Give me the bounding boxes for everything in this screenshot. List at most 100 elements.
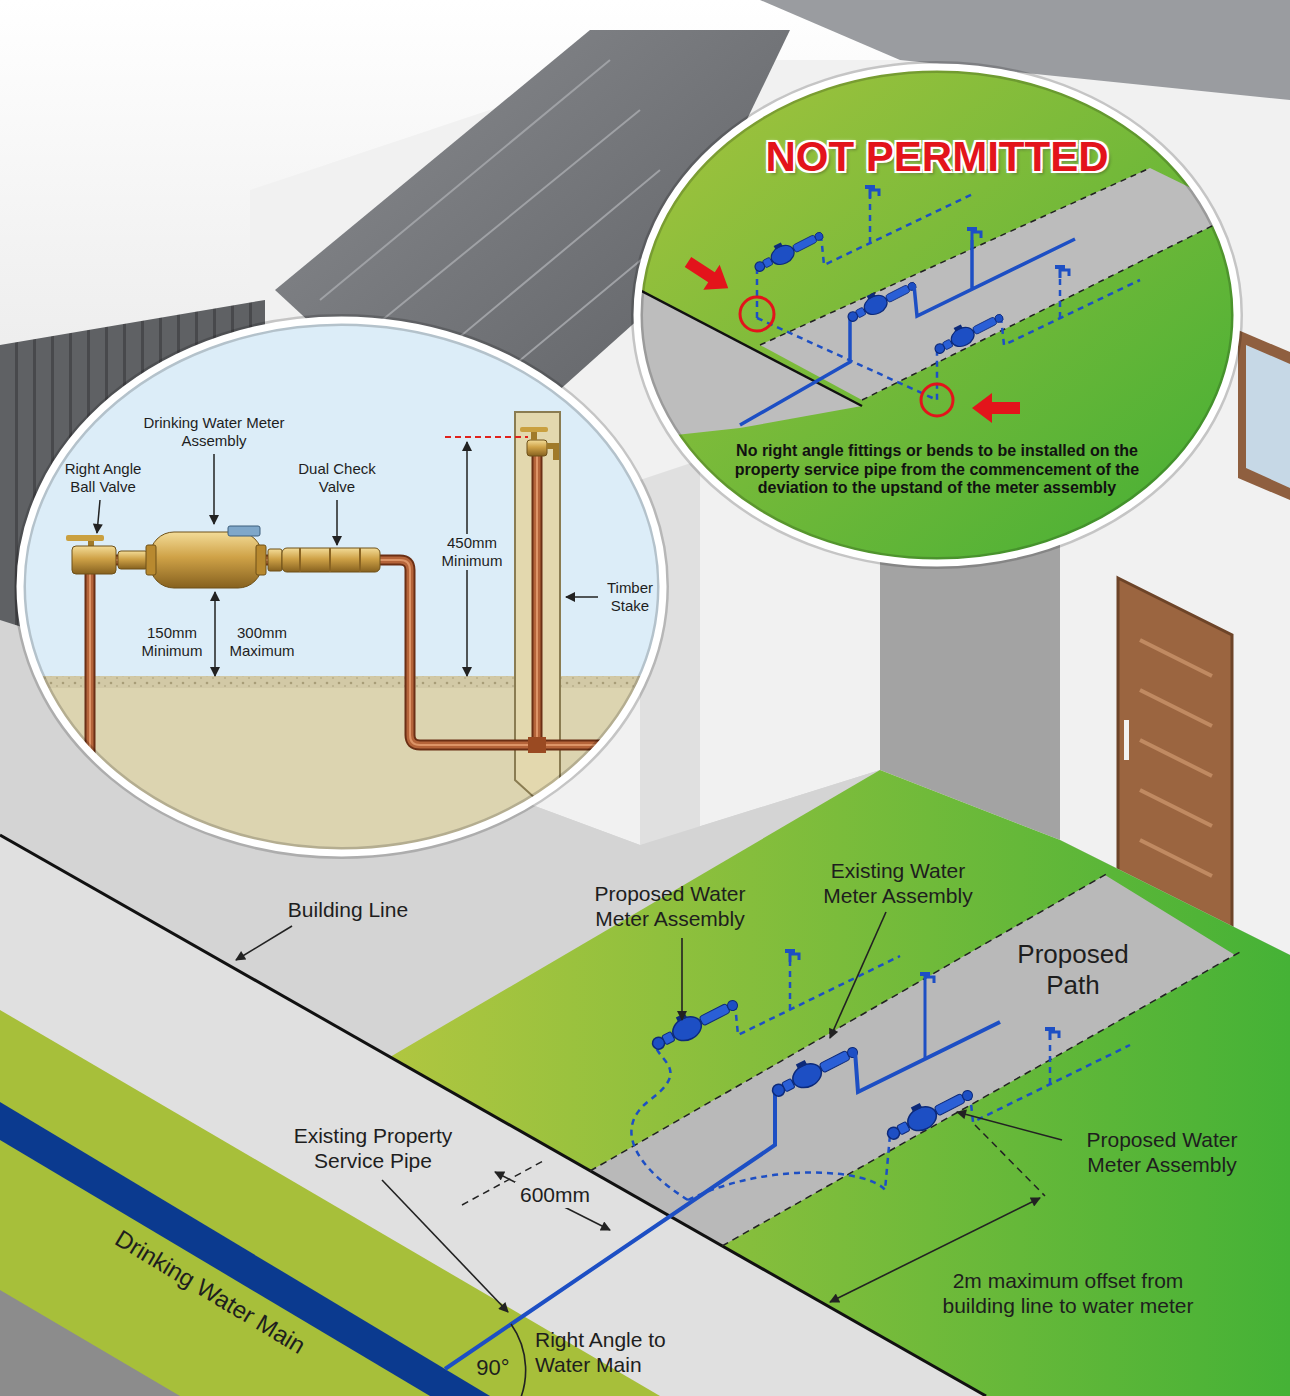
leader-arrow [830,912,886,1038]
dual-check-valve [268,549,282,571]
callout-label: Proposed Water Meter Assembly [1062,1127,1262,1177]
meter-detail-inset [445,436,528,438]
dual-check-valve [300,548,360,572]
inset-arrow [214,592,216,676]
not-permitted-inset [757,193,1140,400]
setout-dashed-line [462,872,1240,1246]
leader-arrow [236,926,292,960]
not-permitted-inset [967,227,981,240]
part-label: Drinking Water Meter Assembly [139,414,289,450]
building-line [0,835,986,1396]
note-text: No right angle fittings or bends to be i… [717,442,1157,497]
warning-title: NOT PERMITTED [727,132,1147,182]
fault-marker [740,297,774,331]
not-permitted-inset [760,168,1240,400]
ball-valve [72,546,116,574]
service-pipe [445,972,1000,1369]
copper-pipe [90,452,665,760]
inset-arrow [566,596,598,598]
stake-tap [520,427,556,460]
inset-outline [637,67,1237,563]
dimension-label: 600mm [515,1182,595,1207]
background-house [1124,720,1129,760]
ground-surfaces [0,835,986,1396]
callout-label: Existing Water Meter Assembly [808,858,988,908]
not-permitted-inset [930,306,1006,359]
not-permitted-inset [869,198,872,243]
fault-marker [921,384,953,416]
proposed-meter [646,990,742,1056]
proposed-pipe [1049,1040,1052,1084]
proposed-pipe [688,1135,890,1200]
area-label: Proposed Path [1008,939,1138,1001]
dimension-label: 300mm Maximum [222,624,302,660]
proposed-meter [1045,1027,1059,1040]
leader-arrow [236,912,1062,1312]
building-line [0,835,986,1396]
ground-surfaces [590,875,1235,1246]
not-permitted-inset [1001,280,1140,345]
not-permitted-inset [914,239,1075,316]
background-house [1238,330,1290,500]
dimension-arrow [511,1324,526,1396]
dimension-label: 150mm Minimum [132,624,212,660]
meter-detail-inset [528,737,546,753]
background-house [1140,640,1212,876]
callout-label: Proposed Water Meter Assembly [580,881,760,931]
warning-inset-circle: NOT PERMITTED No right angle fittings or … [635,65,1239,565]
part-label: Right Angle Ball Valve [53,460,153,496]
detail-inset-circle: Drinking Water Meter AssemblyRight Angle… [18,318,665,855]
inset-arrow [97,500,100,533]
ground-surfaces [0,1290,180,1396]
dimension-arrow [495,1172,610,1230]
part-label: Dual Check Valve [287,460,387,496]
not-permitted-inset [821,193,975,265]
dimension-label: 450mm Minimum [431,534,513,570]
copper-pipe [90,452,665,760]
background-house [0,0,1290,955]
fault-marker [680,249,1020,423]
not-permitted-inset [750,224,826,277]
not-permitted-inset [865,185,879,198]
background-house [1246,345,1290,488]
inset-arrow [97,442,598,676]
inset-outline [20,320,663,853]
callout-label: Building Line [273,897,423,922]
copper-pipe [90,452,665,760]
proposed-pipe [631,1045,688,1200]
meter-body [146,526,266,588]
setout-dashed-line [975,1125,1045,1196]
not-permitted-inset [1055,265,1069,278]
ball-valve [66,535,104,541]
background-house [1118,578,1232,928]
fault-marker [972,393,1020,423]
ball-valve [118,551,148,569]
leader-arrow [382,1180,508,1312]
not-permitted-inset [630,285,862,406]
not-permitted-inset [740,318,850,425]
not-permitted-inset [630,60,1250,580]
not-permitted-inset [1059,278,1062,318]
ground-surfaces [0,620,1290,1396]
not-permitted-inset [757,318,937,400]
service-pipe [855,1022,1000,1092]
ground-surfaces [0,1102,490,1396]
service-pipe [445,1092,775,1369]
ball-valve [66,535,148,574]
dual-check-valve [282,548,380,572]
service-pipe [920,972,934,985]
ground-surfaces [0,620,1290,1396]
inset-outline [20,320,663,853]
proposed-meter [646,949,1059,1146]
angle-label: 90° [468,1355,518,1381]
angle-note: Right Angle to Water Main [535,1327,695,1377]
not-permitted-inset [760,168,1240,400]
meter-detail-inset [0,300,680,864]
stake-tap [527,440,547,456]
callout-label: Existing Property Service Pipe [273,1123,473,1173]
stake-tap [547,446,556,460]
leader-arrow [681,938,683,1020]
not-permitted-inset [843,274,919,327]
